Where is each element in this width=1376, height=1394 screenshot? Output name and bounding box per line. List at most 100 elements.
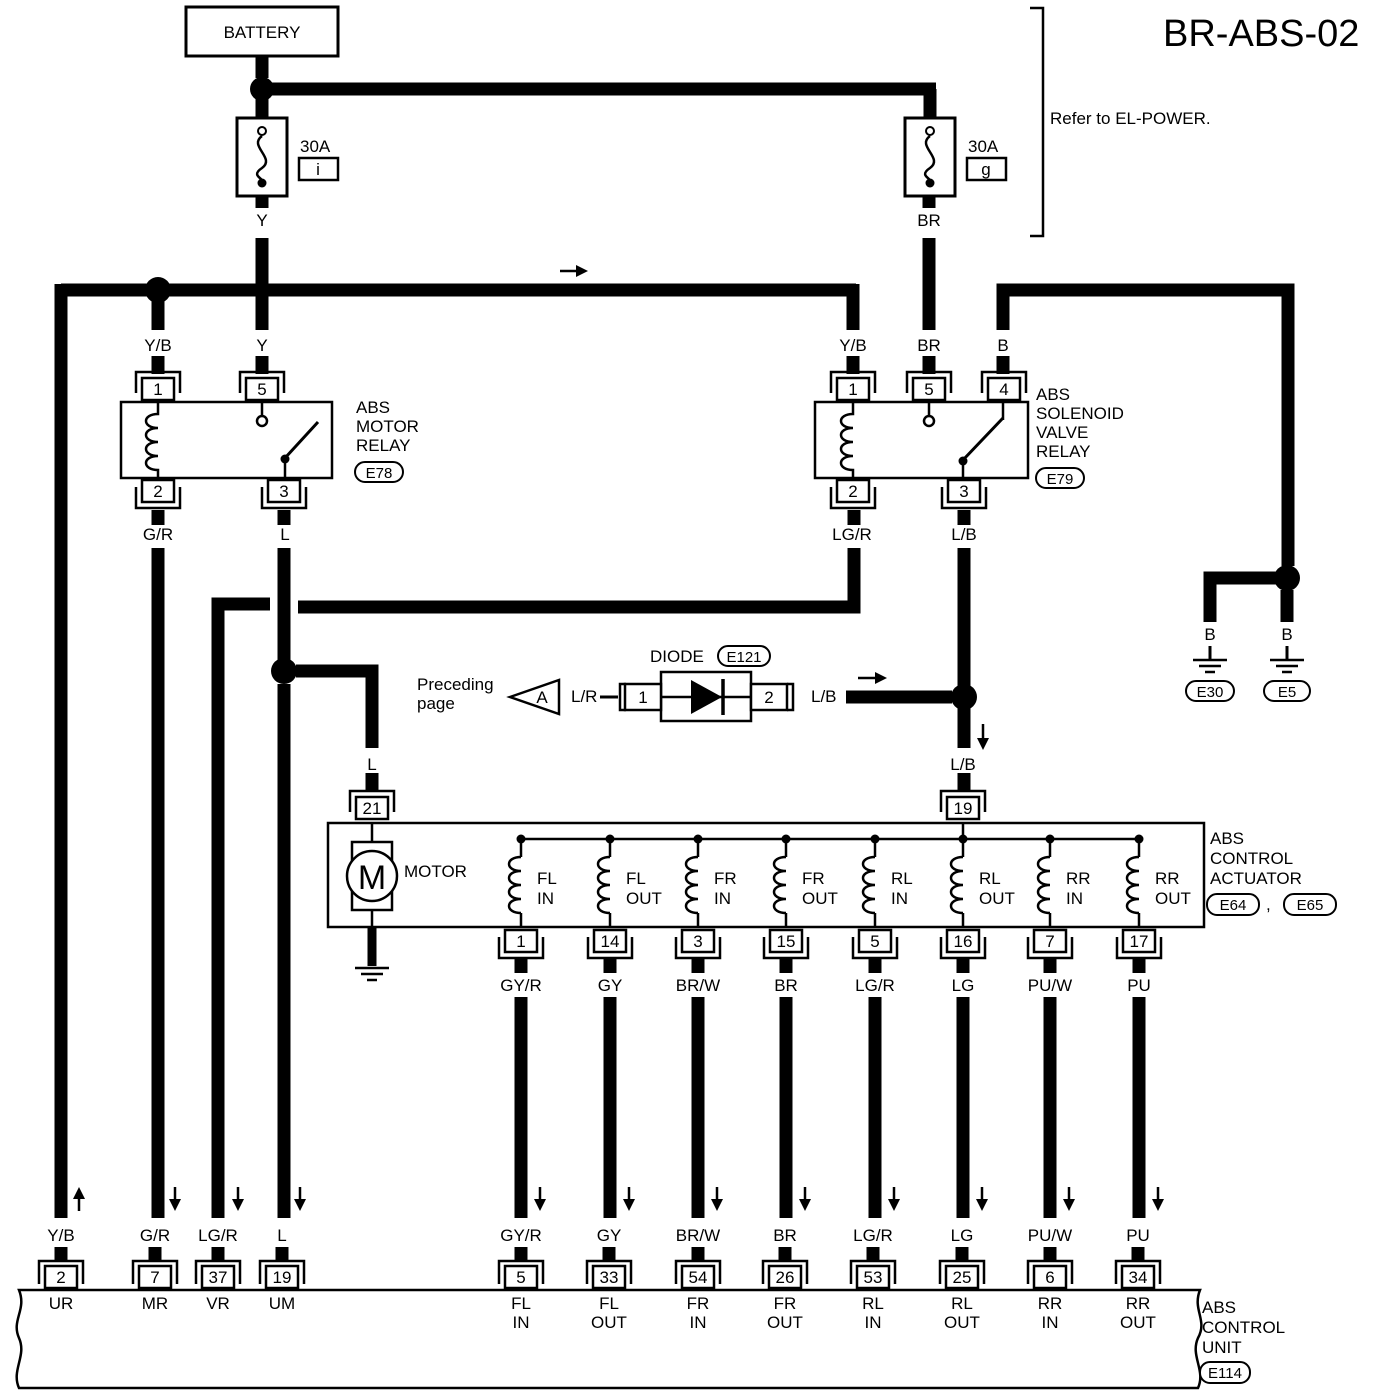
pin-connector: 2	[134, 478, 182, 510]
fuse-element-icon	[255, 134, 268, 183]
diode-icon	[691, 680, 722, 714]
pin-connector: 37	[194, 1259, 242, 1290]
pin-connector: 1	[829, 370, 877, 402]
wire-color-label: PU	[1126, 1226, 1150, 1245]
pin-number: 14	[601, 932, 620, 951]
pin-connector: 5	[905, 370, 953, 402]
pin-connector: 54	[674, 1259, 722, 1290]
pin-number: 4	[999, 380, 1008, 399]
pin-number: 1	[638, 688, 647, 707]
wire-color-label: LG	[951, 1226, 974, 1245]
relay-coil-icon	[839, 402, 855, 478]
preceding-page-line: page	[417, 694, 455, 713]
flow-arrow-icon	[169, 1187, 181, 1211]
pin-connector: 16	[939, 928, 987, 960]
actuator-body	[326, 821, 1206, 929]
pin-number: 3	[959, 482, 968, 501]
pin-number: 2	[764, 688, 773, 707]
control-unit-name-line: UNIT	[1202, 1338, 1242, 1357]
l-motor-wire	[296, 664, 379, 748]
terminal-label: VR	[206, 1294, 230, 1313]
diode: DIODE E121 L/R L/B	[571, 645, 837, 723]
relay-name-line: ABS	[1036, 385, 1070, 404]
wire-color-label: L/R	[571, 687, 597, 706]
pin-number: 7	[150, 1268, 159, 1287]
lgr-wire-long	[211, 597, 270, 1218]
pin-number: 21	[363, 799, 382, 818]
solenoid-coil-icon	[772, 855, 787, 915]
preceding-page-line: Preceding	[417, 675, 494, 694]
solenoid-label: RL	[891, 869, 913, 888]
solenoid-coil-icon	[596, 855, 611, 915]
wire-color-label: L/B	[950, 755, 976, 774]
pin-connector: 14	[586, 928, 634, 960]
pin-number: 5	[257, 380, 266, 399]
pin-number: 34	[1129, 1268, 1148, 1287]
solenoid-label: OUT	[1155, 889, 1191, 908]
connector-separator: ,	[1266, 895, 1271, 914]
wire-color-label: GY/R	[500, 976, 542, 995]
pin-connector: 1	[600, 682, 663, 712]
junction-node-ground	[1274, 565, 1300, 591]
solenoid-coil-icon	[949, 855, 964, 915]
battery-label: BATTERY	[224, 23, 301, 42]
pin-number: 2	[848, 482, 857, 501]
page-title: BR-ABS-02	[1163, 13, 1359, 55]
connector-id: E114	[1208, 1365, 1242, 1382]
pin-connector: 26	[761, 1259, 809, 1290]
terminal-label: OUT	[767, 1313, 803, 1332]
wire-color-label: PU	[1127, 976, 1151, 995]
pin-number: 19	[954, 799, 973, 818]
fuse-code: i	[316, 160, 320, 179]
connector-badge	[717, 645, 771, 667]
flow-arrow-icon	[976, 1187, 988, 1211]
pin-number: 5	[516, 1268, 525, 1287]
solenoid-label: OUT	[802, 889, 838, 908]
terminal-label: FL	[511, 1294, 531, 1313]
solenoid-coil-icon	[861, 855, 876, 915]
actuator-solenoids: FLIN1GY/RFLOUT14GYFRIN3BR/WFROUT15BRRLIN…	[497, 834, 1191, 1218]
motor-icon	[345, 849, 399, 903]
pin-number: 19	[273, 1268, 292, 1287]
junction-node-lb	[951, 684, 977, 710]
relay-name-line: SOLENOID	[1036, 404, 1124, 423]
wire-color-label: LG/R	[853, 1226, 893, 1245]
control-unit-name-line: CONTROL	[1202, 1318, 1285, 1337]
relay-name-line: RELAY	[1036, 442, 1091, 461]
actuator-name-line: ABS	[1210, 829, 1244, 848]
wire-color-label: LG	[952, 976, 975, 995]
flow-arrow-icon	[1152, 1187, 1164, 1211]
junction-node-l	[271, 658, 297, 684]
wire-color-label: GY	[598, 976, 623, 995]
flow-arrow-icon	[232, 1187, 244, 1211]
refer-note: Refer to EL-POWER.	[1050, 109, 1211, 128]
motor-label: MOTOR	[404, 862, 467, 881]
solenoid-label: RR	[1066, 869, 1091, 888]
relay-name-line: RELAY	[356, 436, 411, 455]
pin-connector: 2	[749, 682, 795, 712]
solenoid-label: IN	[1066, 889, 1083, 908]
relay-switch-icon	[961, 416, 1005, 462]
terminal-label: MR	[142, 1294, 168, 1313]
flow-arrow-icon	[294, 1187, 306, 1211]
connector-badge	[354, 461, 404, 483]
pin-connector: 6	[1026, 1259, 1074, 1290]
pin-number: 5	[924, 380, 933, 399]
pin-connector: 33	[585, 1259, 633, 1290]
pin-number: 5	[870, 932, 879, 951]
wire-color-label: GY	[597, 1226, 622, 1245]
pin-number: 17	[1130, 932, 1149, 951]
battery-box	[184, 5, 340, 58]
pin-connector: 17	[1115, 928, 1163, 960]
connector-badge	[1035, 467, 1085, 489]
relay-name-line: ABS	[356, 398, 390, 417]
wire-color-label: GY/R	[500, 1226, 542, 1245]
pin-number: 1	[848, 380, 857, 399]
connector-id: E79	[1047, 471, 1074, 488]
diode-label: DIODE	[650, 647, 704, 666]
